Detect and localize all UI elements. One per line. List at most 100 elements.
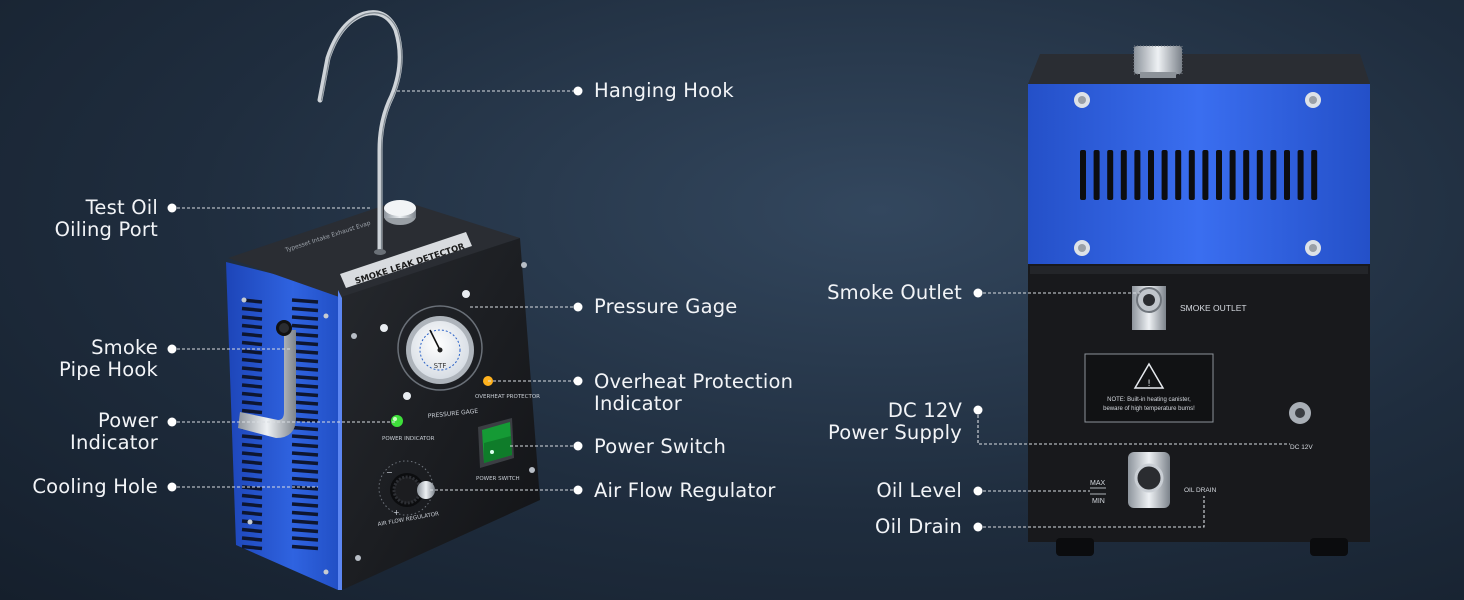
vent-slot bbox=[291, 510, 319, 517]
vent-slot bbox=[291, 306, 319, 313]
warning-text-2: beware of high temperature burns! bbox=[1103, 406, 1195, 412]
cooling-vents bbox=[241, 298, 319, 551]
power-indicator-led bbox=[391, 415, 403, 427]
power-switch-label: POWER SWITCH bbox=[476, 476, 520, 482]
warning-text-1: NOTE: Built-in heating canister, bbox=[1107, 397, 1191, 403]
vent-slot bbox=[1284, 150, 1290, 200]
front-panel bbox=[338, 238, 540, 590]
max-label: MAX bbox=[1090, 480, 1106, 487]
vent-slot bbox=[241, 357, 263, 364]
power-switch bbox=[478, 418, 514, 468]
vent-slot bbox=[291, 459, 319, 466]
vent-slot bbox=[241, 459, 263, 466]
vent-slot bbox=[291, 527, 319, 534]
smoke-outlet-label: SMOKE OUTLET bbox=[1180, 303, 1247, 313]
vent-slot bbox=[241, 451, 263, 457]
vent-slot bbox=[291, 442, 319, 449]
vent-slot bbox=[1161, 150, 1168, 200]
foot-right bbox=[1310, 538, 1348, 556]
vent-slot bbox=[291, 315, 319, 321]
callout-pressure-gage: Pressure Gage bbox=[594, 295, 738, 318]
vent-slot bbox=[291, 493, 319, 500]
callout-power-ind-line2: Indicator bbox=[70, 431, 158, 454]
callout-dc-power-supply: DC 12V Power Supply bbox=[828, 400, 962, 444]
callout-test-oil-line1: Test Oil bbox=[85, 196, 158, 219]
vent-slot bbox=[1134, 150, 1141, 200]
back-device: SMOKE OUTLET ! NOTE: Built-in heating ca… bbox=[1028, 45, 1370, 556]
vent-slot bbox=[241, 434, 263, 440]
vent-slot bbox=[241, 544, 263, 551]
vent-slot bbox=[1256, 150, 1263, 200]
smoke-pipe-hook-bracket bbox=[238, 330, 296, 438]
vent-slot bbox=[241, 536, 263, 542]
vent-slot bbox=[241, 510, 263, 517]
callout-oil-drain: Oil Drain bbox=[875, 515, 962, 538]
vent-slot bbox=[1216, 150, 1222, 200]
foot-left bbox=[1056, 538, 1094, 556]
vent-slot bbox=[291, 519, 319, 525]
vent-slot bbox=[291, 340, 319, 347]
callout-smoke-outlet: Smoke Outlet bbox=[827, 281, 962, 304]
vent-slot bbox=[291, 366, 319, 372]
warning-plate: ! NOTE: Built-in heating canister, bewar… bbox=[1084, 353, 1214, 423]
dc-label: DC 12V bbox=[1290, 444, 1313, 451]
oil-level-sight bbox=[1128, 452, 1170, 508]
vent-slot bbox=[1148, 150, 1154, 200]
callout-overheat-indicator: Overheat Protection Indicator bbox=[594, 371, 793, 415]
vent-slot bbox=[241, 323, 263, 330]
vent-slot bbox=[291, 476, 319, 483]
top-knob bbox=[1134, 46, 1182, 74]
vent-slot bbox=[241, 408, 263, 415]
vent-slot bbox=[241, 306, 263, 313]
vent-slot bbox=[291, 383, 319, 389]
vent-slot bbox=[1311, 150, 1318, 200]
vent-slot bbox=[241, 400, 263, 406]
callout-lines bbox=[172, 90, 1290, 528]
vent-slot bbox=[291, 451, 319, 457]
oil-drain-label: OIL DRAIN bbox=[1184, 487, 1217, 494]
callout-air-flow-regulator: Air Flow Regulator bbox=[594, 479, 776, 502]
callout-smoke-pipe-hook: Smoke Pipe Hook bbox=[59, 337, 158, 381]
callout-power-ind-line1: Power bbox=[98, 409, 158, 432]
vent-slot bbox=[241, 374, 263, 381]
vent-slot bbox=[291, 417, 319, 423]
vent-slot bbox=[241, 527, 263, 534]
front-device: SMOKE LEAK DETECTOR Typesset Intake Exha… bbox=[226, 10, 540, 590]
vent-slot bbox=[241, 332, 263, 338]
vent-slot bbox=[1297, 150, 1304, 200]
smoke-outlet-fitting bbox=[1132, 286, 1166, 330]
back-screws bbox=[1074, 92, 1321, 256]
vent-slot bbox=[291, 400, 319, 406]
vent-slot bbox=[241, 383, 263, 389]
vent-slot bbox=[1188, 150, 1195, 200]
vent-slot bbox=[291, 357, 319, 364]
vent-slot bbox=[291, 544, 319, 551]
pressure-gauge: STF bbox=[397, 305, 483, 391]
vent-slot bbox=[1093, 150, 1100, 200]
svg-text:STF: STF bbox=[434, 362, 447, 370]
callout-power-indicator: Power Indicator bbox=[70, 410, 158, 454]
callout-smoke-pipe-line1: Smoke bbox=[91, 336, 158, 359]
vent-slot bbox=[241, 502, 263, 508]
vent-slot bbox=[1270, 150, 1277, 200]
overheat-label: OVERHEAT PROTECTOR bbox=[475, 394, 540, 400]
callout-test-oil-port: Test Oil Oiling Port bbox=[55, 197, 158, 241]
vent-slot bbox=[291, 425, 319, 432]
vent-slot bbox=[1202, 150, 1209, 200]
vent-slot bbox=[1243, 150, 1250, 200]
callout-test-oil-line2: Oiling Port bbox=[54, 218, 158, 241]
vent-slot bbox=[241, 442, 263, 449]
vent-slot bbox=[241, 476, 263, 483]
vent-slot bbox=[241, 391, 263, 398]
top-label-plate bbox=[340, 232, 472, 288]
vent-slot bbox=[291, 468, 319, 474]
top-panel bbox=[228, 200, 520, 298]
blue-back-panel bbox=[1028, 84, 1370, 264]
callout-dots bbox=[167, 86, 983, 532]
vent-slot bbox=[291, 485, 319, 491]
vent-slot bbox=[241, 493, 263, 500]
vent-slot bbox=[291, 332, 319, 338]
vent-slot bbox=[1107, 150, 1114, 200]
vent-slot bbox=[241, 366, 263, 372]
